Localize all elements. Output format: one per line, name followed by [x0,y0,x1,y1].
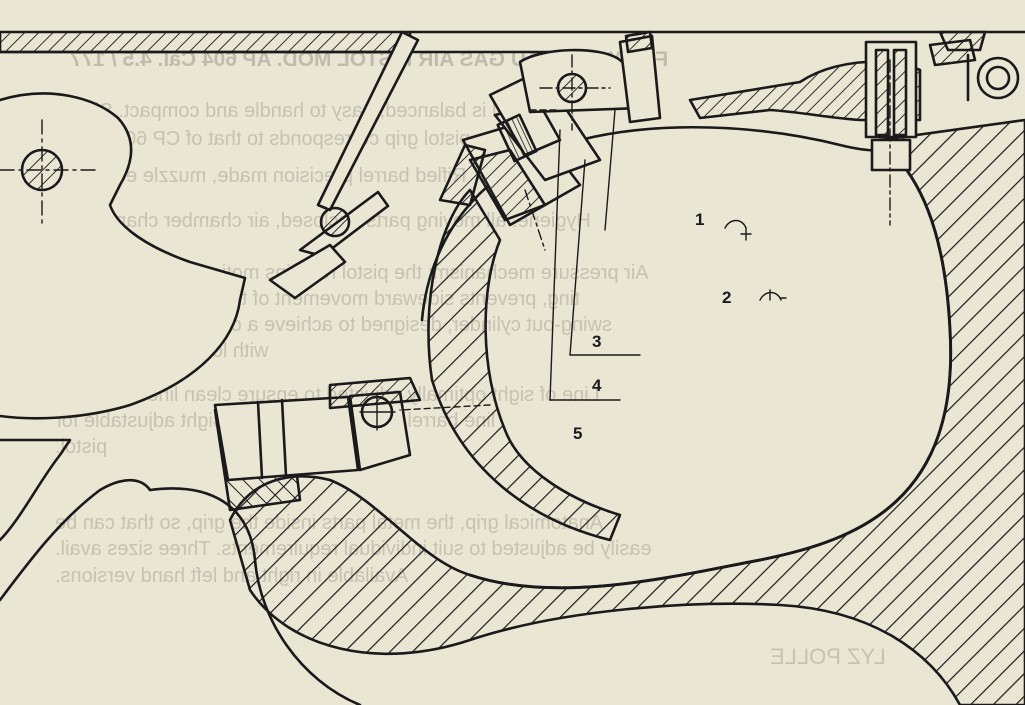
leader-lines [399,109,787,411]
callout-2: 2 [722,288,732,307]
hammer-body [0,92,247,420]
pivot-bracket [518,30,662,131]
callout-1: 1 [695,210,705,229]
chamber-cavity [427,188,622,542]
valve-body [688,38,1020,226]
trigger-bar [298,30,420,258]
piston-5 [213,376,422,482]
trigger-pivot [268,206,351,300]
frame-section [228,118,1025,705]
top-rail [0,30,1025,54]
callout-4: 4 [592,376,602,395]
callout-5: 5 [573,424,583,443]
callout-3: 3 [592,332,602,351]
